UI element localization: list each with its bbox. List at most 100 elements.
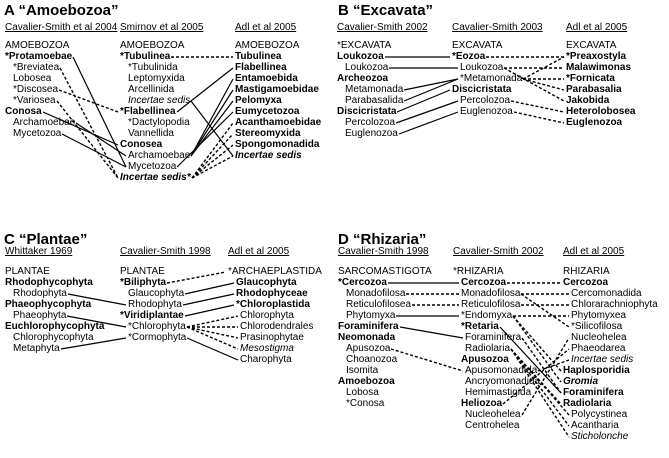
taxon-isomita: Isomita: [346, 365, 379, 376]
taxon-rhodophycophyta: Rhodophycophyta: [5, 277, 93, 288]
column-heading: Whittaker 1969: [5, 246, 73, 257]
taxon-archeozoa: Archeozoa: [337, 73, 389, 84]
taxon-radiolaria: Radiolaria: [465, 343, 511, 354]
dashed-connector: [191, 155, 234, 179]
taxon-arcellinida: Arcellinida: [128, 84, 175, 95]
column-heading: Cavalier-Smith 2002: [453, 246, 544, 257]
taxon-discicristata: Discicristata: [337, 106, 397, 117]
taxon-archamoebae: Archamoebae: [13, 117, 76, 128]
taxon-parabasalida: Parabasalida: [345, 95, 404, 106]
taxon-plantae: PLANTAE: [120, 266, 165, 277]
column-heading: Cavalier-Smith 2003: [452, 22, 543, 33]
dashed-connector: [191, 144, 234, 179]
taxon-phaeophycophyta: Phaeophycophyta: [5, 299, 92, 310]
taxon-foraminifera: Foraminifera: [563, 387, 624, 398]
taxon-apusomonadida: Apusomonadida: [465, 365, 538, 376]
taxon-chlorarachniophyta: Chlorarachniophyta: [571, 299, 658, 310]
taxon-tubulinea: Tubulinea: [235, 51, 282, 62]
column-heading: Cavalier-Smith et al 2004: [5, 22, 118, 33]
taxon-incertae-sedis: Incertae sedis: [571, 354, 634, 365]
dashed-connector: [186, 315, 239, 328]
taxon-phaeodarea: Phaeodarea: [571, 343, 626, 354]
solid-connector: [398, 111, 459, 135]
taxon-mycetozoa: Mycetozoa: [128, 161, 177, 172]
taxon-rhizaria: RHIZARIA: [563, 266, 610, 277]
dashed-connector: [166, 271, 227, 284]
column-heading: Cavalier-Smith 1998: [120, 246, 211, 257]
solid-connector: [42, 111, 119, 146]
taxon-nucleohelea: Nucleohelea: [465, 409, 521, 420]
solid-connector: [184, 304, 235, 317]
taxon-phytomyxa: Phytomyxa: [346, 310, 396, 321]
panel-title-c: C “Plantae”: [4, 231, 88, 248]
taxon-jakobida: Jakobida: [566, 95, 610, 106]
solid-connector: [395, 100, 459, 124]
taxon-preaxostyla: *Preaxostyla: [566, 51, 627, 62]
taxon-metamonada: Metamonada: [345, 84, 404, 95]
panel-title-d: D “Rhizaria”: [338, 231, 427, 248]
taxon-chlorodendrales: Chlorodendrales: [240, 321, 314, 332]
dashed-connector: [186, 326, 239, 350]
solid-connector: [176, 111, 234, 168]
taxon-plantae: PLANTAE: [5, 266, 50, 277]
taxon-amoebozoa: AMOEBOZOA: [5, 40, 70, 51]
taxon-incertae-sedis: Incertae sedis*: [120, 172, 191, 183]
column-heading: Adl et al 2005: [235, 22, 297, 33]
taxon-mastigamoebidae: Mastigamoebidae: [235, 84, 319, 95]
taxon-entamoebida: Entamoebida: [235, 73, 298, 84]
taxon-chloroplastida: *Chloroplastida: [236, 299, 310, 310]
solid-connector: [396, 89, 451, 113]
taxon-acanthamoebidae: Acanthamoebidae: [235, 117, 322, 128]
dashed-connector: [522, 78, 565, 91]
taxon-hemimastigida: Hemimastigida: [465, 387, 532, 398]
column-heading: Cavalier-Smith 1998: [338, 246, 429, 257]
taxon-flabellinea: *Flabellinea: [120, 106, 176, 117]
taxon-eozoa: *Eozoa: [452, 51, 486, 62]
solid-connector: [186, 337, 239, 361]
solid-connector: [60, 337, 127, 350]
taxon-euglenozoa: Euglenozoa: [566, 117, 623, 128]
taxon-choanozoa: Choanozoa: [346, 354, 398, 365]
dashed-connector: [58, 89, 119, 113]
taxon-reticulofilosa: Reticulofilosa: [461, 299, 521, 310]
taxon-gromia: Gromia: [563, 376, 599, 387]
taxon-excavata: EXCAVATA: [566, 40, 617, 51]
taxon-sarcomastigota: SARCOMASTIGOTA: [338, 266, 432, 277]
taxon-monadofilosa: Monadofilosa: [346, 288, 406, 299]
solid-connector: [67, 293, 127, 306]
taxon-leptomyxida: Leptomyxida: [128, 73, 185, 84]
taxon-rhizaria: *RHIZARIA: [453, 266, 504, 277]
taxon-reticulofilosea: Reticulofilosea: [346, 299, 412, 310]
taxon-ancryomonadida: Ancryomonadida: [465, 376, 541, 387]
dashed-connector: [191, 133, 234, 179]
taxon-chlorophycophyta: Chlorophycophyta: [13, 332, 94, 343]
taxon-heterolobosea: Heterolobosea: [566, 106, 636, 117]
taxon-percolozoa: Percolozoa: [460, 95, 511, 106]
taxon-archaeplastida: *ARCHAEPLASTIDA: [228, 266, 322, 277]
dashed-connector: [390, 348, 464, 372]
taxon-chlorophyta: *Chlorophyta: [128, 321, 186, 332]
taxon-neomonada: Neomonada: [338, 332, 396, 343]
taxon-cercomonadida: Cercomonadida: [571, 288, 642, 299]
solid-connector: [176, 67, 234, 113]
taxon-rhodophyceae: Rhodophyceae: [236, 288, 308, 299]
taxon-lobosea: Lobosea: [13, 73, 52, 84]
taxon-viridiplantae: *Viridiplantae: [120, 310, 184, 321]
taxon-euglenozoa: Euglenozoa: [460, 106, 513, 117]
taxon-tubulinea: *Tubulinea: [120, 51, 171, 62]
taxon-foraminifera: Foraminifera: [338, 321, 399, 332]
dashed-connector: [56, 100, 119, 179]
dashed-connector: [510, 348, 570, 427]
taxon-cercozoa: Cercozoa: [563, 277, 609, 288]
taxon-prasinophytae: Prasinophytae: [240, 332, 304, 343]
taxon-nucleohelea: Nucleohelea: [571, 332, 627, 343]
taxon-endomyxa: *Endomyxa: [461, 310, 513, 321]
solid-connector: [399, 326, 464, 339]
taxon-phytomyxea: Phytomyxea: [571, 310, 627, 321]
taxon-breviatea: *Breviatea: [13, 62, 60, 73]
taxon-biliphyta: *Biliphyta: [120, 277, 167, 288]
dashed-connector: [502, 348, 570, 405]
taxon-loukozoa: Loukozoa: [337, 51, 384, 62]
taxon-discicristata: Discicristata: [452, 84, 512, 95]
